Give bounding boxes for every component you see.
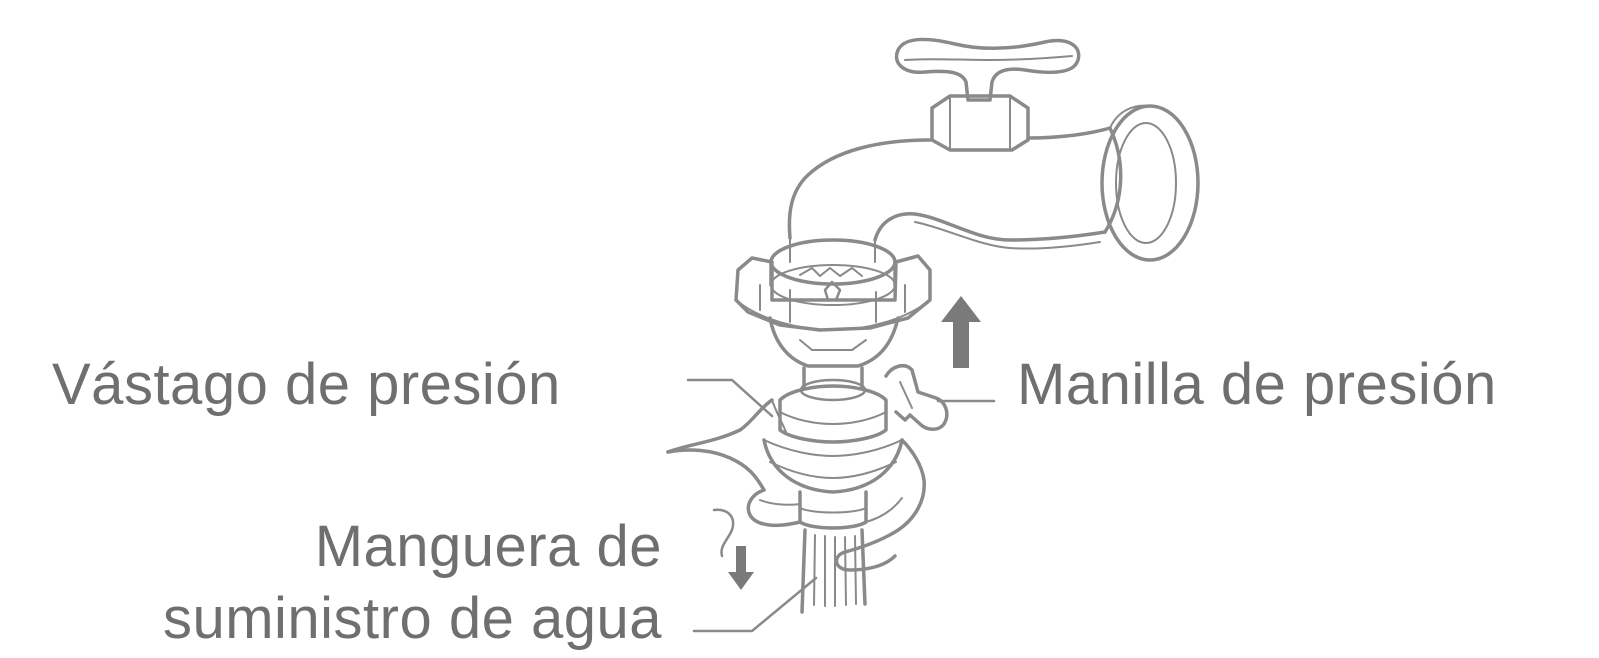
quick-connector-icon bbox=[734, 237, 949, 530]
arrow-down-icon bbox=[728, 546, 754, 590]
pressure-stem-label: Vástago de presión bbox=[52, 352, 561, 417]
supply-hose-label-line2: suministro de agua bbox=[162, 586, 662, 651]
faucet-icon bbox=[787, 37, 1200, 262]
hose-icon bbox=[800, 528, 867, 614]
supply-hose-label-line1: Manguera de bbox=[314, 514, 662, 579]
leader-line-pressure-stem bbox=[686, 378, 774, 418]
arrow-up-icon bbox=[941, 296, 981, 368]
hand-icon bbox=[666, 398, 926, 572]
leader-line-supply-hose bbox=[692, 576, 818, 633]
pressure-handle-label: Manilla de presión bbox=[1017, 352, 1497, 417]
